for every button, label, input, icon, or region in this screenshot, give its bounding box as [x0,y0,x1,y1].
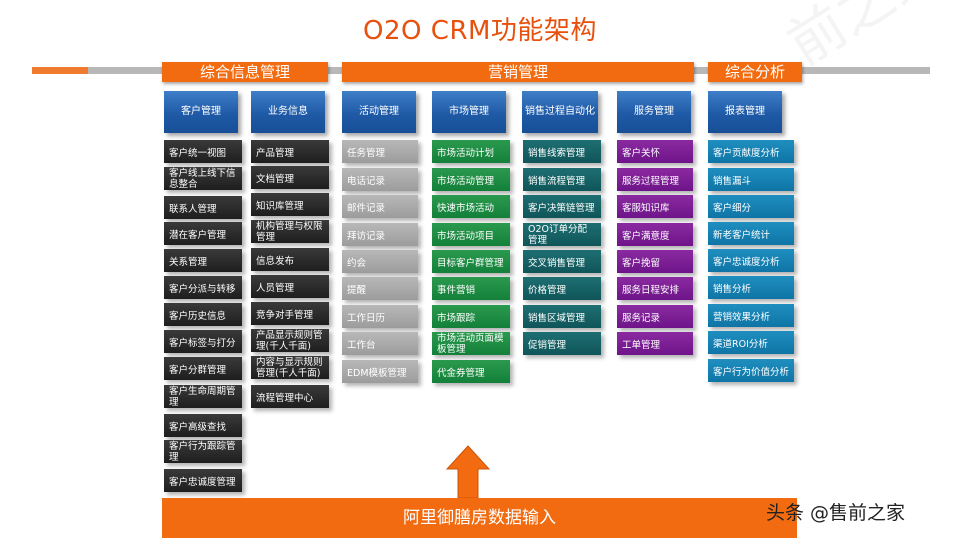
business-item: 流程管理中心 [251,385,329,408]
title-rule-accent [32,67,88,74]
market-item: 目标客户群管理 [432,250,510,273]
activity-item: 约会 [342,250,418,273]
column-header-business-info: 业务信息 [251,91,325,133]
column-header-service-management: 服务管理 [617,91,691,133]
report-item: 销售漏斗 [708,168,794,191]
customer-item: 联系人管理 [164,196,242,219]
activity-item: 邮件记录 [342,195,418,218]
report-item: 客户贡献度分析 [708,140,794,163]
service-item: 工单管理 [617,332,693,355]
up-arrow-icon [445,445,491,499]
activity-item: EDM模板管理 [342,360,418,383]
report-item: 新老客户统计 [708,222,794,245]
customer-item: 潜在客户管理 [164,222,242,245]
market-item: 市场活动计划 [432,140,510,163]
market-item: 市场活动管理 [432,168,510,191]
business-item: 信息发布 [251,248,329,271]
column-header-report-management: 报表管理 [708,91,782,133]
customer-item: 客户生命周期管理 [164,385,242,408]
business-item: 竞争对手管理 [251,302,329,325]
source-watermark: 头条 @售前之家 [766,502,906,524]
category-comprehensive-analysis: 综合分析 [708,62,802,82]
category-marketing-management: 营销管理 [342,62,694,82]
activity-item: 工作台 [342,332,418,355]
page-title: O2O CRM功能架构 [363,16,597,46]
activity-item: 拜访记录 [342,223,418,246]
business-item: 机构管理与权限管理 [251,220,329,243]
service-item: 服务记录 [617,305,693,328]
column-header-market-management: 市场管理 [432,91,506,133]
market-item: 市场活动项目 [432,223,510,246]
service-item: 服务过程管理 [617,168,693,191]
category-info-management: 综合信息管理 [162,62,328,82]
customer-item: 客户线上线下信息整合 [164,167,242,190]
report-item: 客户细分 [708,195,794,218]
sales-item: 客户决策链管理 [523,195,601,218]
column-header-activity-management: 活动管理 [342,91,416,133]
report-item: 客户忠诚度分析 [708,249,794,272]
customer-item: 客户历史信息 [164,303,242,326]
activity-item: 电话记录 [342,168,418,191]
report-item: 客户行为价值分析 [708,359,794,382]
sales-item: 促销管理 [523,332,601,355]
service-item: 客服知识库 [617,195,693,218]
business-item: 产品显示规则管理(千人千面) [251,329,329,352]
business-item: 内容与显示规则管理(千人千面) [251,356,329,379]
customer-item: 客户分群管理 [164,357,242,380]
service-item: 客户挽留 [617,250,693,273]
market-item: 代金券管理 [432,360,510,383]
customer-item: 客户统一视图 [164,140,242,163]
market-item: 快速市场活动 [432,195,510,218]
business-item: 文档管理 [251,166,329,189]
customer-item: 关系管理 [164,249,242,272]
customer-item: 客户分派与转移 [164,276,242,299]
activity-item: 任务管理 [342,140,418,163]
market-item: 事件营销 [432,277,510,300]
business-item: 人员管理 [251,275,329,298]
activity-item: 提醒 [342,277,418,300]
business-item: 产品管理 [251,140,329,163]
sales-item: 价格管理 [523,277,601,300]
column-header-customer-management: 客户管理 [164,91,238,133]
sales-item: 销售流程管理 [523,168,601,191]
customer-item: 客户标签与打分 [164,330,242,353]
sales-item: 销售线索管理 [523,140,601,163]
customer-item: 客户高级查找 [164,414,242,437]
report-item: 渠道ROI分析 [708,331,794,354]
report-item: 营销效果分析 [708,304,794,327]
market-item: 市场活动页面模板管理 [432,332,510,355]
service-item: 服务日程安排 [617,277,693,300]
service-item: 客户满意度 [617,223,693,246]
customer-item: 客户行为跟踪管理 [164,440,242,463]
business-item: 知识库管理 [251,193,329,216]
data-input-bar: 阿里御膳房数据输入 [162,498,797,538]
customer-item: 客户忠诚度管理 [164,469,242,492]
sales-item: 销售区域管理 [523,305,601,328]
service-item: 客户关怀 [617,140,693,163]
sales-item: 交叉销售管理 [523,250,601,273]
activity-item: 工作日历 [342,305,418,328]
market-item: 市场跟踪 [432,305,510,328]
column-header-sales-automation: 销售过程自动化 [522,91,598,133]
report-item: 销售分析 [708,276,794,299]
sales-item: O2O订单分配管理 [523,223,601,246]
